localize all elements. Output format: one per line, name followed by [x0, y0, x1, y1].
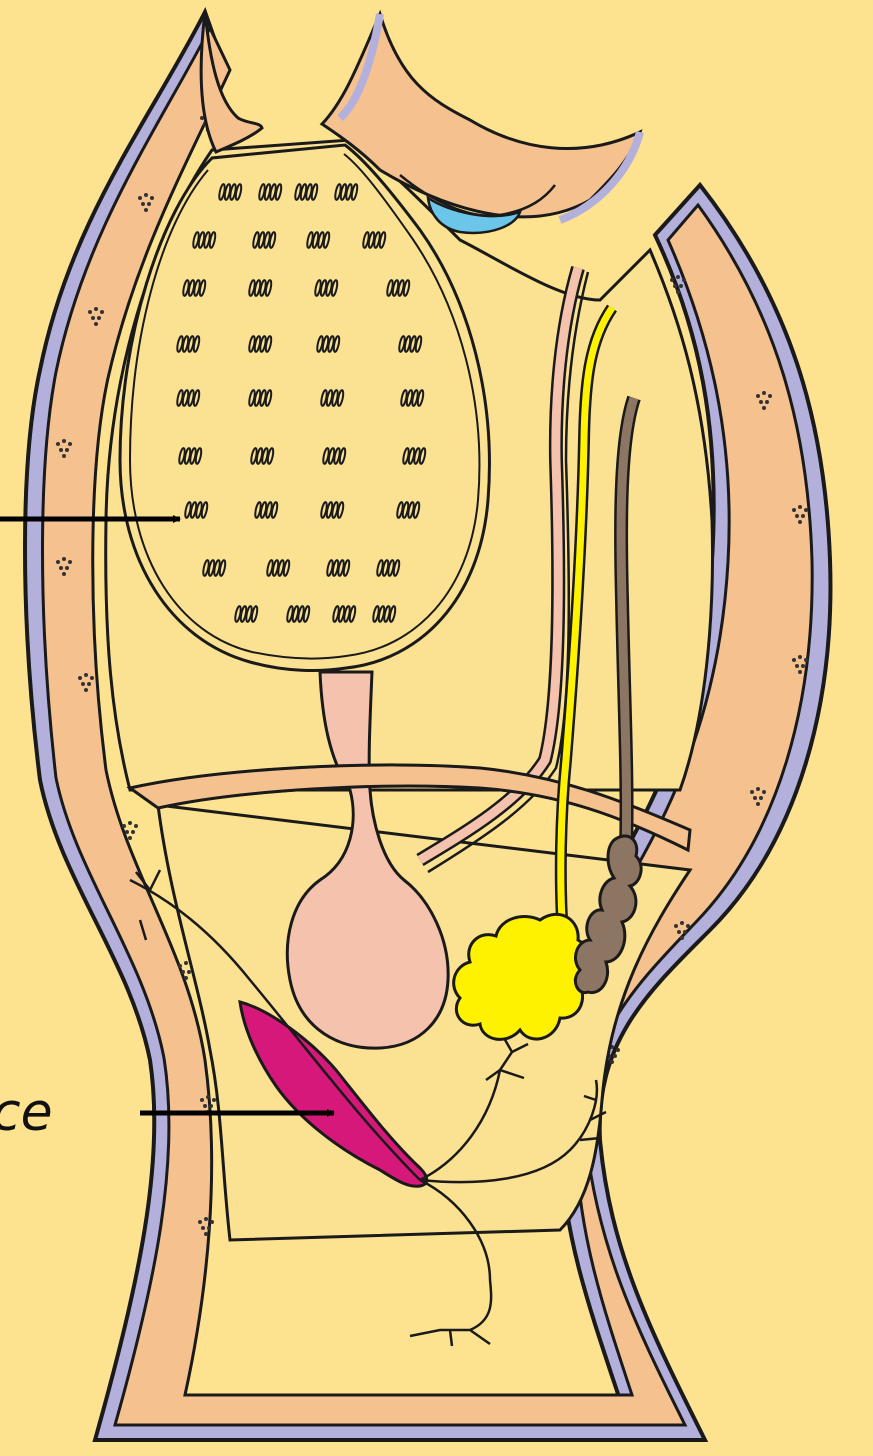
label-lower-fragment: ce	[0, 1083, 53, 1143]
